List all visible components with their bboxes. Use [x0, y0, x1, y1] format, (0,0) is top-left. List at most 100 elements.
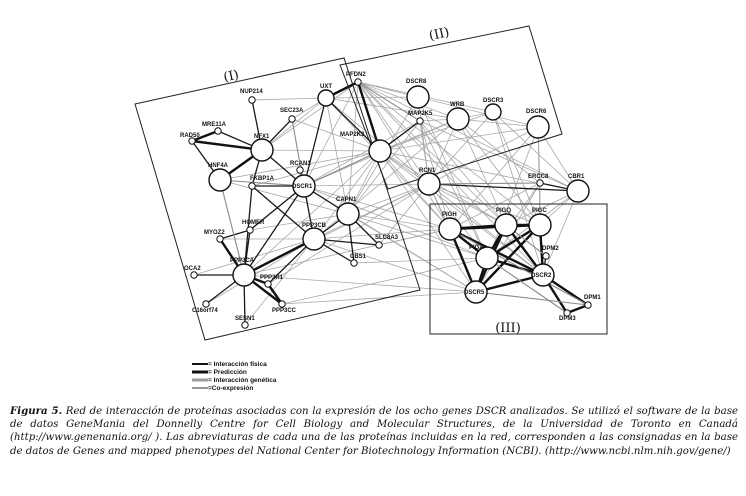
node-label: FKBP1A	[250, 176, 275, 182]
node-label: PPP3CC	[272, 308, 297, 314]
physical-interaction-edge	[219, 229, 251, 240]
node-dscr2: DSCR2	[531, 263, 555, 287]
coexpression-edge	[281, 291, 477, 305]
node-circle	[536, 179, 544, 187]
coexpression-edge	[419, 120, 579, 192]
node-circle	[248, 96, 256, 104]
coexpression-edge	[379, 150, 544, 276]
coexpression-edge	[325, 97, 349, 215]
node-label: DSCR2	[531, 273, 552, 279]
coexpression-edge	[291, 118, 381, 152]
node-label: DPM1	[584, 295, 601, 301]
node-label: OCA2	[184, 266, 201, 272]
coexpression-edge	[417, 96, 488, 259]
coexpression-edge	[347, 213, 451, 230]
node-label: HNF4A	[208, 163, 229, 169]
node-wrb: WRB	[446, 102, 470, 131]
node-label: UXT	[320, 84, 332, 90]
node-ppp3cc: PPP3CC	[272, 300, 297, 314]
coexpression-edge	[428, 126, 539, 185]
node-circle	[531, 263, 555, 287]
group-boxes: (I)(II)(III)	[134, 25, 608, 341]
coexpression-edge	[251, 150, 381, 187]
coexpression-edge	[357, 81, 539, 128]
node-label: PPP3R1	[260, 275, 284, 281]
node-dpm3: DPM3	[559, 309, 576, 322]
coexpression-edge	[378, 183, 430, 246]
node-dscr5: DSCR5	[464, 280, 488, 304]
node-label: DPM3	[559, 316, 576, 322]
coexpression-edge	[267, 183, 430, 285]
coexpression-edge	[325, 97, 451, 230]
node-label: MAP2K5	[408, 111, 433, 117]
physical-interaction-edge	[243, 185, 305, 276]
coexpression-edge	[457, 118, 507, 226]
node-capn1: CAPN1	[336, 197, 360, 226]
node-circle	[336, 202, 360, 226]
coexpression-edge	[428, 118, 459, 185]
node-circle	[248, 182, 256, 190]
coexpression-edge	[261, 81, 359, 151]
node-circle	[296, 166, 304, 174]
node-label: DSCR1	[292, 184, 313, 190]
coexpression-edge	[492, 111, 579, 192]
coexpression-edge	[379, 150, 451, 230]
coexpression-edge	[347, 213, 477, 293]
coexpression-edge	[347, 81, 359, 215]
node-rcan1: RCAN1	[290, 161, 311, 174]
coexpression-edge	[325, 96, 419, 99]
node-label: HOMER	[242, 220, 265, 226]
node-piga: PIGA	[469, 245, 499, 270]
node-circle	[354, 78, 362, 86]
caption-title: Figura 5.	[10, 405, 63, 417]
coexpression-edge	[379, 126, 539, 152]
node-cbr1: CBR1	[566, 174, 590, 203]
coexpression-edge	[205, 238, 315, 305]
node-sesn1: SESN1	[235, 316, 255, 329]
node-rcn1: RCN1	[417, 168, 441, 196]
node-label: SESN1	[235, 316, 255, 322]
node-circle	[438, 217, 462, 241]
node-label: DPM2	[542, 246, 559, 252]
node-ppp3cb: PPP3CB	[302, 223, 327, 251]
coexpression-edge	[475, 182, 541, 293]
prediction-edge	[566, 303, 589, 315]
coexpression-edge	[249, 213, 349, 231]
node-dscr3: DSCR3	[483, 98, 504, 121]
legend-label: = Predicción	[208, 369, 247, 376]
node-mre11a: MRE11A	[202, 122, 227, 135]
node-circle	[528, 213, 552, 237]
coexpression-edge	[449, 182, 541, 230]
coexpression-edge	[244, 238, 315, 326]
coexpression-edge	[505, 190, 579, 226]
coexpression-edge	[357, 81, 421, 122]
node-pigc: PIGC	[528, 208, 552, 237]
node-circle	[202, 300, 210, 308]
coexpression-edge	[428, 182, 541, 185]
prediction-edge	[191, 139, 263, 152]
legend-label: = Interacción física	[208, 361, 267, 368]
node-circle	[292, 174, 316, 198]
coexpression-edge	[219, 179, 245, 276]
node-circle	[317, 89, 335, 107]
node-label: RAD50	[180, 133, 200, 139]
node-label: DSCR6	[526, 109, 547, 115]
coexpression-edge	[428, 111, 494, 185]
coexpression-edge	[475, 291, 589, 306]
node-label: PPP3CA	[230, 258, 255, 264]
node-label: PIGA	[469, 245, 484, 251]
node-circle	[584, 301, 592, 309]
coexpression-edge	[261, 97, 327, 151]
coexpression-edge	[486, 257, 568, 314]
node-circle	[542, 252, 550, 260]
legend-label: =Co-expresión	[208, 385, 253, 392]
legend-label: = Interacción genética	[208, 377, 277, 384]
physical-interaction-edge	[303, 97, 327, 187]
node-circle	[214, 127, 222, 135]
coexpression-edge	[417, 96, 430, 185]
coexpression-edge	[219, 179, 349, 215]
node-circle	[484, 103, 502, 121]
node-homer: HOMER	[242, 220, 265, 234]
node-rad50: RAD50	[180, 133, 200, 145]
